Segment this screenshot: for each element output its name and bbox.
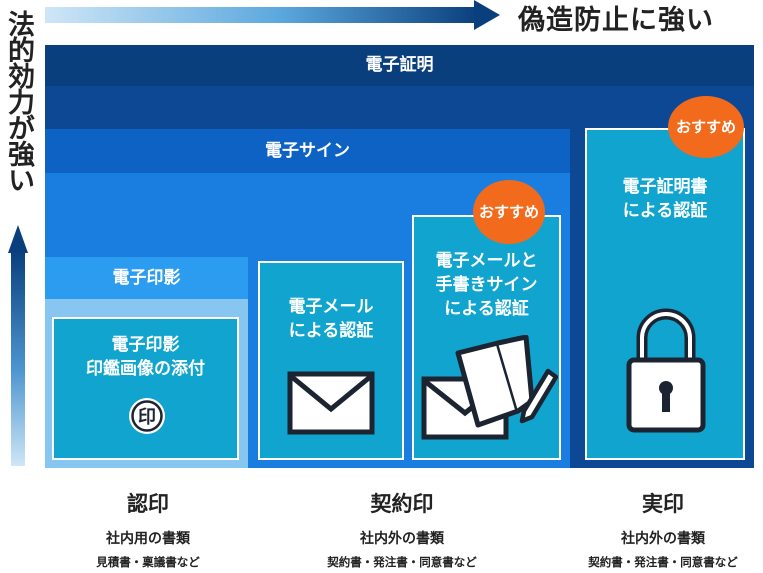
envelope-icon [287, 371, 375, 435]
stamp-seal-char: 印 [138, 407, 156, 428]
certificate-panel-label: 電子証明 [365, 55, 434, 75]
stamp-image-card: 電子印影 印鑑画像の添付 印 [52, 317, 239, 460]
email-card-text: 電子メール による認証 [288, 297, 374, 341]
category-examples: 契約書・発注書・同意書など [327, 555, 477, 569]
certificate-card-text: 電子証明書 による認証 [622, 177, 708, 221]
horizontal-arrow-bar [45, 7, 477, 23]
email-handwritten-card-text: 電子メールと 手書きサイン による認証 [435, 251, 538, 319]
vertical-arrow-head-icon [8, 225, 28, 253]
category-title: 契約印 [370, 492, 434, 516]
stamp-image-panel-label: 電子印影 [112, 268, 181, 288]
envelope-pen-icon [421, 335, 558, 440]
stamp-seal-icon: 印 [129, 398, 165, 434]
email-handwritten-card: 電子メールと 手書きサイン による認証 [412, 215, 561, 460]
legal-effect-label: 法的効力が強い [3, 10, 34, 192]
forgery-prevention-label: 偽造防止に強い [518, 5, 714, 36]
category-subtitle: 社内外の書類 [360, 531, 444, 547]
category-subtitle: 社内用の書類 [106, 531, 190, 547]
email-card: 電子メール による認証 [258, 261, 404, 460]
category-title: 認印 [127, 492, 169, 516]
recommended-badge: おすすめ [473, 180, 545, 244]
category-examples: 見積書・稟議書など [96, 555, 200, 569]
signature-panel-label: 電子サイン [265, 141, 350, 161]
category-examples: 契約書・発注書・同意書など [588, 555, 738, 569]
category-title: 実印 [642, 492, 684, 516]
horizontal-arrow-head-icon [474, 0, 500, 30]
padlock-icon [626, 308, 706, 433]
recommended-badge: おすすめ [668, 96, 744, 158]
certificate-card: 電子証明書 による認証 [585, 128, 745, 460]
stamp-image-card-text: 電子印影 印鑑画像の添付 [86, 335, 205, 379]
category-subtitle: 社内外の書類 [621, 531, 705, 547]
vertical-arrow-bar [11, 251, 25, 466]
